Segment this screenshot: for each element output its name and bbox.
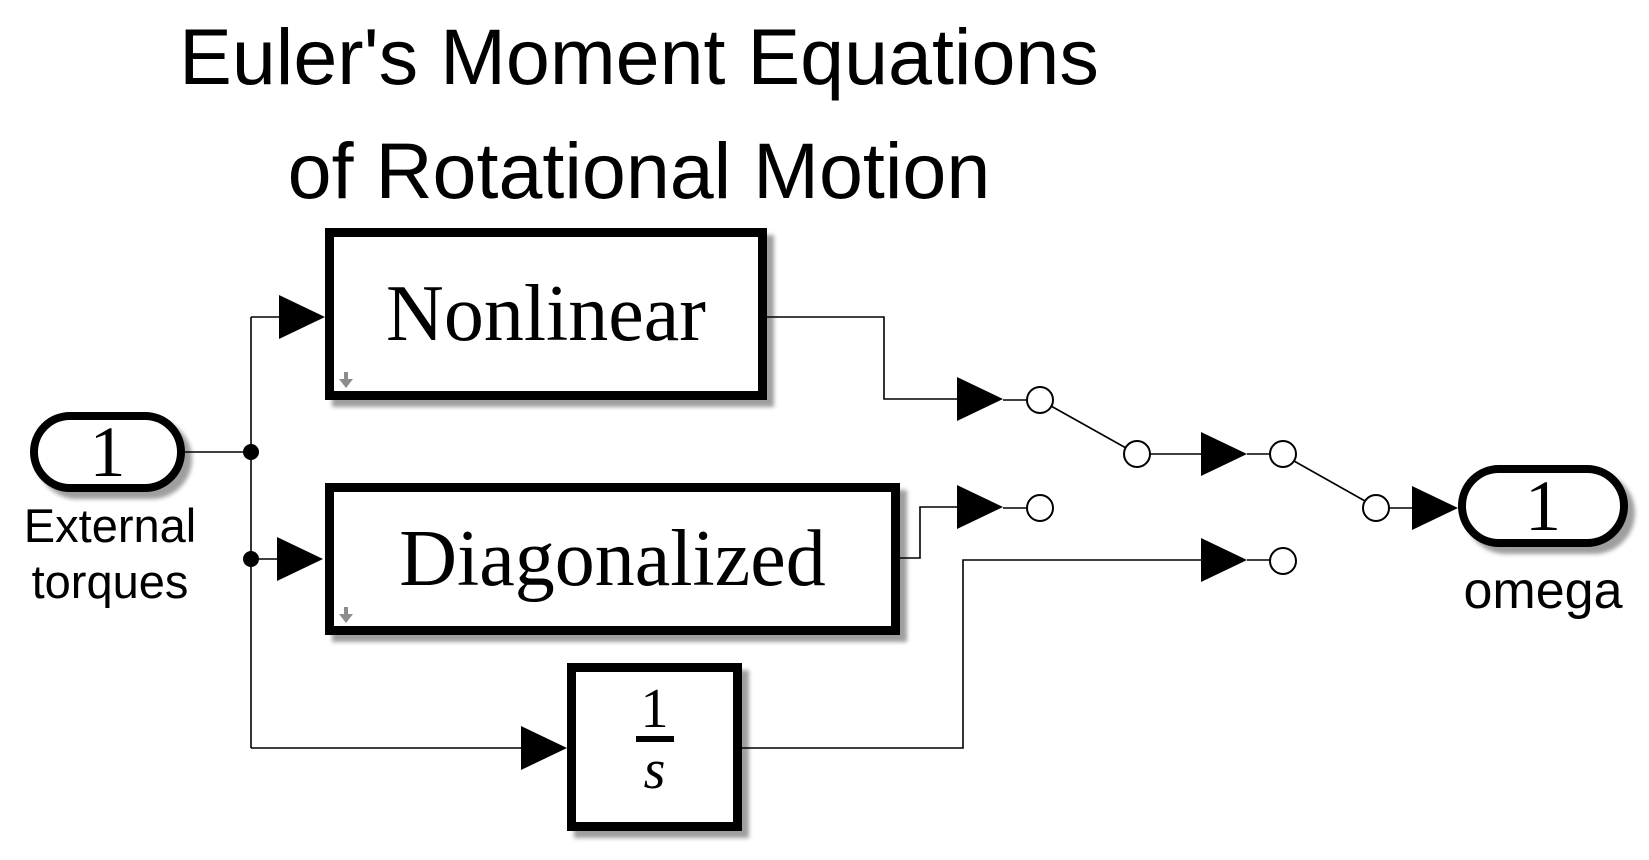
- subsystem-badge-down-arrow-icon: [339, 372, 353, 389]
- fraction-bar: [635, 736, 674, 742]
- switch2-terminal-input-bottom[interactable]: [1269, 547, 1297, 575]
- wire-junction-dot-upper: [243, 444, 259, 460]
- wire-junction-dot-lower: [243, 551, 259, 567]
- outport-label: omega: [1463, 562, 1623, 620]
- arrowhead-switch2-bottom: [1201, 538, 1247, 582]
- switch1-terminal-output[interactable]: [1123, 440, 1151, 468]
- integrator-denominator: s: [643, 739, 666, 801]
- outport-number: 1: [1525, 465, 1561, 546]
- integrator-numerator: 1: [640, 678, 669, 740]
- inport-label-line-1: External: [23, 499, 197, 552]
- switch2-terminal-input-top[interactable]: [1269, 440, 1297, 468]
- inport-number: 1: [89, 411, 126, 492]
- diagonalized-label: Diagonalized: [399, 514, 826, 603]
- wire-diagonalized-out: [898, 506, 958, 559]
- diagram-title: Euler's Moment Equations of Rotational M…: [0, 0, 1278, 228]
- wire-nonlinear-out: [765, 316, 958, 400]
- diagonalized-subsystem-block[interactable]: Diagonalized: [325, 483, 900, 635]
- switch2-lever[interactable]: [1293, 460, 1366, 502]
- switch2-terminal-output[interactable]: [1362, 494, 1390, 522]
- arrowhead-switch2-top: [1201, 432, 1247, 476]
- inport-block[interactable]: 1: [30, 412, 185, 492]
- switch1-lever[interactable]: [1050, 405, 1127, 449]
- switch1-terminal-input-bottom[interactable]: [1026, 494, 1054, 522]
- arrowhead-integrator-input: [521, 726, 567, 770]
- nonlinear-subsystem-block[interactable]: Nonlinear: [325, 228, 767, 400]
- integrator-fraction: 1 s: [635, 678, 674, 809]
- inport-label-line-2: torques: [31, 555, 189, 608]
- diagram-title-line-2: of Rotational Motion: [287, 126, 991, 215]
- subsystem-badge-down-arrow-icon: [339, 607, 353, 624]
- arrowhead-switch1-bottom: [957, 485, 1003, 529]
- wire-integrator-out: [740, 559, 1202, 749]
- arrowhead-diagonalized-input: [277, 537, 323, 581]
- inport-label: External torques: [10, 498, 210, 610]
- switch1-terminal-input-top[interactable]: [1026, 386, 1054, 414]
- diagram-title-line-1: Euler's Moment Equations: [179, 12, 1099, 101]
- nonlinear-label: Nonlinear: [386, 269, 706, 358]
- integrator-block[interactable]: 1 s: [567, 663, 742, 831]
- arrowhead-nonlinear-input: [279, 295, 325, 339]
- arrowhead-outport-input: [1412, 486, 1458, 530]
- outport-block[interactable]: 1: [1458, 465, 1628, 547]
- arrowhead-switch1-top: [957, 377, 1003, 421]
